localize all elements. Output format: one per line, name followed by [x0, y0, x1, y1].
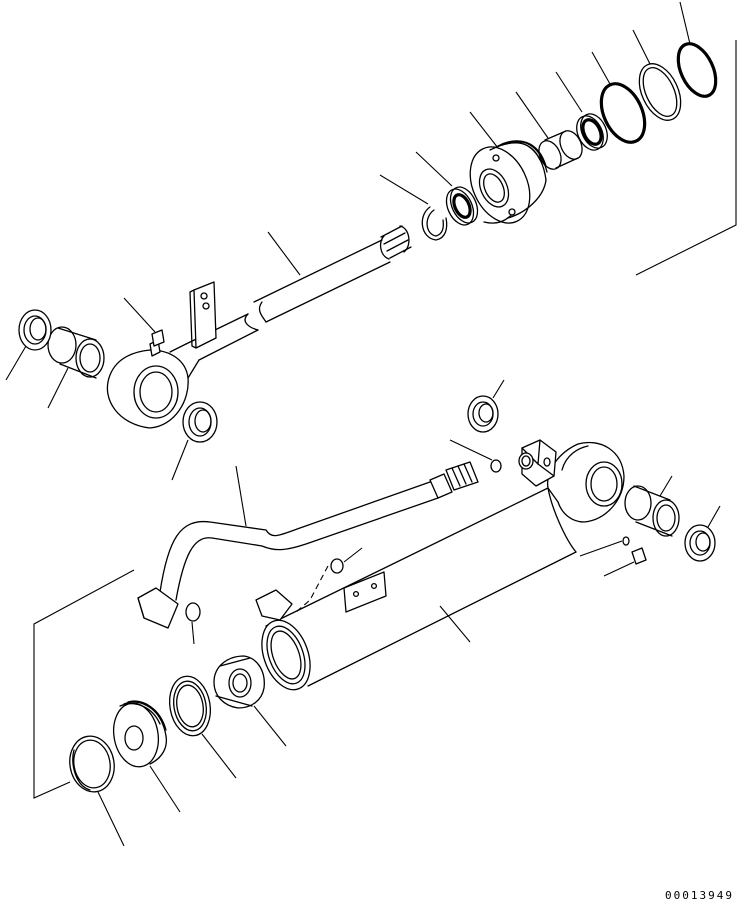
- o-ring-port: [449, 439, 502, 473]
- o-ring-flange: [185, 602, 201, 645]
- bushing-upper: [515, 91, 583, 170]
- dust-seal-left: [5, 309, 52, 381]
- dust-seal-cylinder: [467, 379, 505, 433]
- cylinder-bottom-eye: [547, 441, 625, 553]
- ring-lower: [168, 675, 237, 779]
- dust-seal-right-lower: [684, 505, 721, 562]
- lower-group-bracket: [33, 569, 135, 799]
- backup-ring-upper: [632, 29, 682, 121]
- piston-rod: [185, 225, 412, 361]
- upper-group-bracket: [635, 40, 737, 276]
- rod-plate: [189, 281, 217, 349]
- grease-nipple-upper: [123, 297, 165, 357]
- o-ring-upper-thick: [591, 51, 647, 144]
- wear-ring-lower: [69, 735, 125, 847]
- pipe-tube: [137, 461, 479, 629]
- piston: [469, 111, 548, 224]
- cylinder-tube: [255, 487, 577, 691]
- dust-seal-rod-eye: [171, 401, 218, 481]
- o-ring-upper-right: [676, 1, 718, 98]
- snap-ring: [379, 174, 448, 241]
- piston-lower: [112, 700, 181, 813]
- grease-nipple-lower: [579, 536, 647, 577]
- drawing-number: 00013949: [665, 889, 734, 902]
- rod-eye: [106, 343, 200, 429]
- piston-nut: [213, 655, 287, 747]
- bushing-left: [47, 326, 105, 409]
- bushing-right-lower: [624, 475, 680, 537]
- o-ring-tube: [295, 547, 363, 613]
- ring-nut-upper: [415, 151, 479, 226]
- port-block: [518, 439, 557, 487]
